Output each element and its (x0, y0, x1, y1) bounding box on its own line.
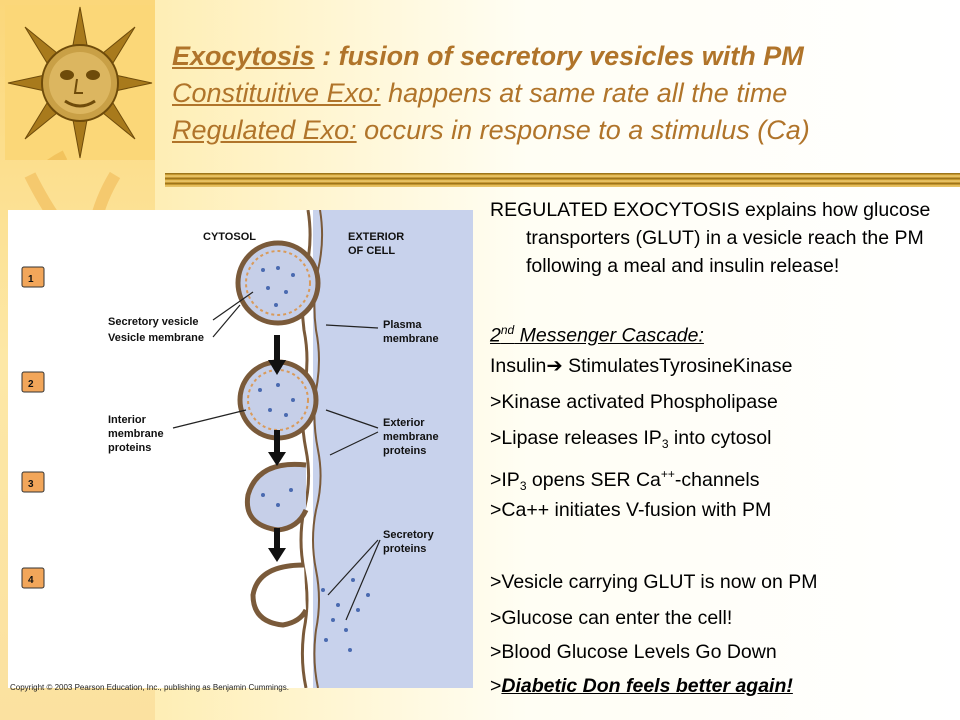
label-exterior-prot-3: proteins (383, 445, 426, 457)
label-vesicle-membrane: Vesicle membrane (108, 332, 204, 344)
cascade-heading: 2nd Messenger Cascade: (490, 318, 704, 348)
l4b: opens SER Ca (526, 469, 661, 491)
vesicle-step-2 (237, 359, 319, 441)
label-exterior-prot-2: membrane (383, 431, 439, 443)
exterior-region (313, 210, 473, 688)
l1b: StimulatesTyrosineKinase (562, 355, 793, 377)
cascade-line-9: >Diabetic Don feels better again! (490, 674, 793, 698)
exocytosis-figure: CYTOSOL EXTERIOR OF CELL 1 2 3 4 Secreto… (8, 210, 473, 688)
cascade-line-4: >IP3 opens SER Ca++-channels (490, 462, 759, 498)
body-text: REGULATED EXOCYTOSIS explains how glucos… (490, 196, 955, 280)
cascade-line-1: Insulin➔ StimulatesTyrosineKinase (490, 354, 793, 378)
label-interior-1: Interior (108, 414, 147, 426)
label-plasma-2: membrane (383, 333, 439, 345)
label-leader-lines (172, 291, 381, 621)
cascade-line-2: >Kinase activated Phospholipase (490, 391, 778, 413)
step-label-4: 4 (28, 575, 34, 586)
label-interior-3: proteins (108, 442, 151, 454)
cascade-line-5: >Ca++ initiates V-fusion with PM (490, 499, 772, 521)
label-interior-2: membrane (108, 428, 164, 440)
label-exterior-2: OF CELL (348, 245, 395, 257)
l1a: Insulin (490, 355, 547, 377)
intro-paragraph: REGULATED EXOCYTOSIS explains how glucos… (490, 199, 931, 277)
label-plasma-1: Plasma (383, 319, 422, 331)
l9b: Diabetic Don feels better again! (501, 675, 793, 697)
secretory-protein-dots (258, 266, 370, 652)
label-secretory-prot-2: proteins (383, 543, 426, 555)
vesicle-step-3 (244, 461, 309, 533)
cascade-line-7: >Glucose can enter the cell! (490, 607, 733, 629)
l4sub: 3 (519, 479, 527, 493)
step-label-1: 1 (28, 274, 34, 285)
cascade-line-3: >Lipase releases IP3 into cytosol (490, 426, 771, 456)
figure-copyright: Copyright © 2003 Pearson Education, Inc.… (10, 683, 289, 692)
title-term-constitutive: Constituitive Exo: (172, 78, 381, 108)
label-secretory-prot-1: Secretory (383, 529, 435, 541)
l9a: > (490, 675, 502, 697)
vesicle-step-1 (235, 240, 321, 326)
cascade-line-8: >Blood Glucose Levels Go Down (490, 641, 777, 663)
l4a: >IP (490, 469, 520, 491)
step-label-2: 2 (28, 379, 34, 390)
step-arrows (268, 335, 286, 562)
l3b: into cytosol (668, 427, 772, 449)
l4sup: ++ (660, 467, 675, 481)
cascade-rest: Messenger Cascade: (514, 324, 704, 347)
arrow-icon: ➔ (546, 355, 563, 377)
title-term-exocytosis: Exocytosis (172, 41, 315, 71)
title-line2-rest: happens at same rate all the time (380, 78, 788, 108)
cascade-num: 2 (490, 324, 501, 347)
slide-title: Exocytosis : fusion of secretory vesicle… (172, 38, 952, 149)
gold-divider (165, 173, 960, 187)
step-label-3: 3 (28, 479, 34, 490)
l3a: >Lipase releases IP (490, 427, 662, 449)
exocytosis-diagram: CYTOSOL EXTERIOR OF CELL 1 2 3 4 Secreto… (21, 210, 473, 688)
vesicle-step-4 (250, 562, 309, 628)
cascade-list: 2nd Messenger Cascade: Insulin➔ Stimulat… (490, 318, 955, 718)
title-line3-rest: occurs in response to a stimulus (Ca) (356, 115, 810, 145)
label-secretory-vesicle: Secretory vesicle (108, 316, 199, 328)
title-term-regulated: Regulated Exo: (172, 115, 357, 145)
cascade-line-6: >Vesicle carrying GLUT is now on PM (490, 571, 818, 593)
l4c: -channels (674, 469, 760, 491)
l3sub: 3 (661, 437, 669, 451)
label-cytosol: CYTOSOL (203, 231, 256, 243)
label-exterior-prot-1: Exterior (383, 417, 425, 429)
label-exterior-1: EXTERIOR (348, 231, 404, 243)
sun-face-icon (5, 5, 155, 160)
cascade-sup: nd (500, 323, 515, 337)
step-markers (21, 266, 45, 589)
title-line1-rest: : fusion of secretory vesicles with PM (314, 41, 804, 71)
